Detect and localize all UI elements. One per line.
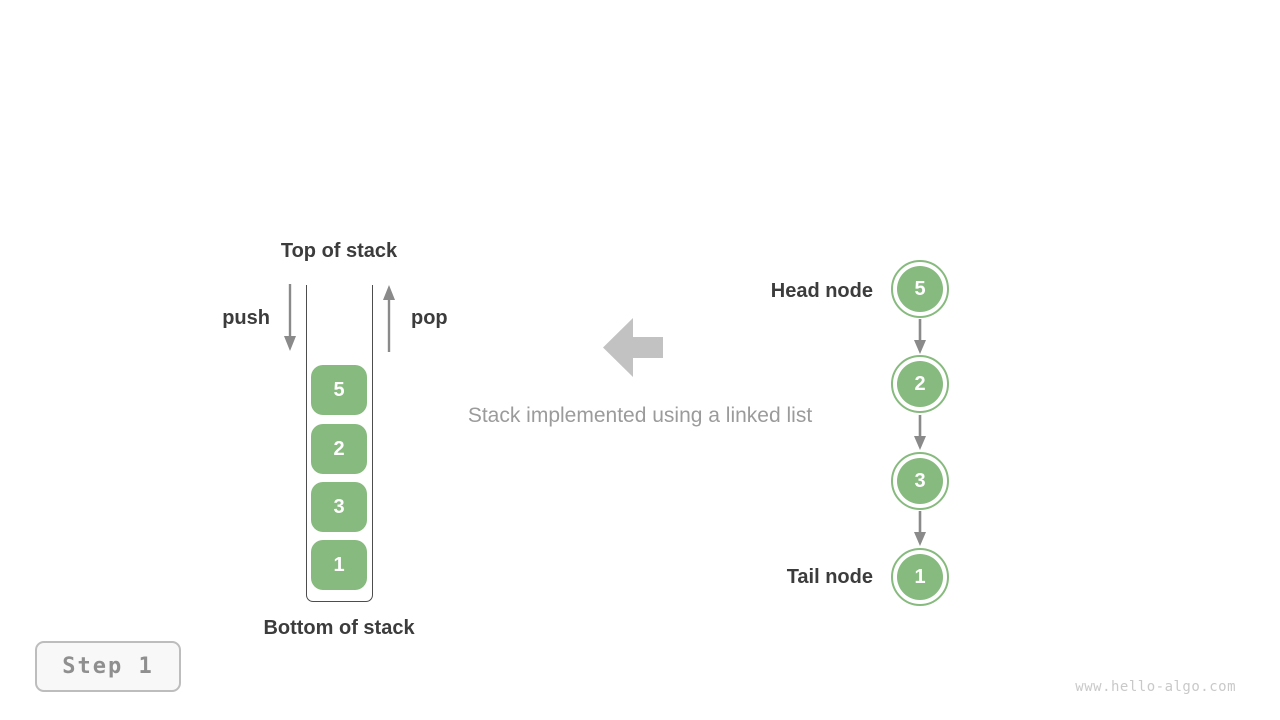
link-down-arrow-icon	[914, 511, 926, 546]
bottom-of-stack-label: Bottom of stack	[263, 617, 415, 639]
stack-item: 1	[311, 540, 367, 590]
caption-text: Stack implemented using a linked list	[467, 404, 813, 427]
watermark-text: www.hello-algo.com	[1075, 679, 1236, 695]
link-down-arrow-icon	[914, 415, 926, 450]
step-badge: Step 1	[35, 641, 181, 692]
pop-label: pop	[411, 307, 448, 329]
big-left-arrow-icon	[603, 318, 663, 377]
list-node: 5	[891, 260, 949, 318]
push-down-arrow-icon	[284, 284, 296, 351]
list-node-value: 2	[897, 361, 943, 407]
list-node: 2	[891, 355, 949, 413]
list-node-value: 3	[897, 458, 943, 504]
list-node: 3	[891, 452, 949, 510]
head-node-label: Head node	[770, 280, 873, 302]
top-of-stack-label: Top of stack	[280, 240, 398, 262]
push-label: push	[222, 307, 270, 329]
list-node-value: 5	[897, 266, 943, 312]
pop-up-arrow-icon	[383, 285, 395, 352]
stack-item: 3	[311, 482, 367, 532]
list-node: 1	[891, 548, 949, 606]
stack-item: 5	[311, 365, 367, 415]
stack-container	[306, 285, 373, 602]
list-node-value: 1	[897, 554, 943, 600]
stack-item: 2	[311, 424, 367, 474]
link-down-arrow-icon	[914, 319, 926, 354]
tail-node-label: Tail node	[786, 566, 873, 588]
